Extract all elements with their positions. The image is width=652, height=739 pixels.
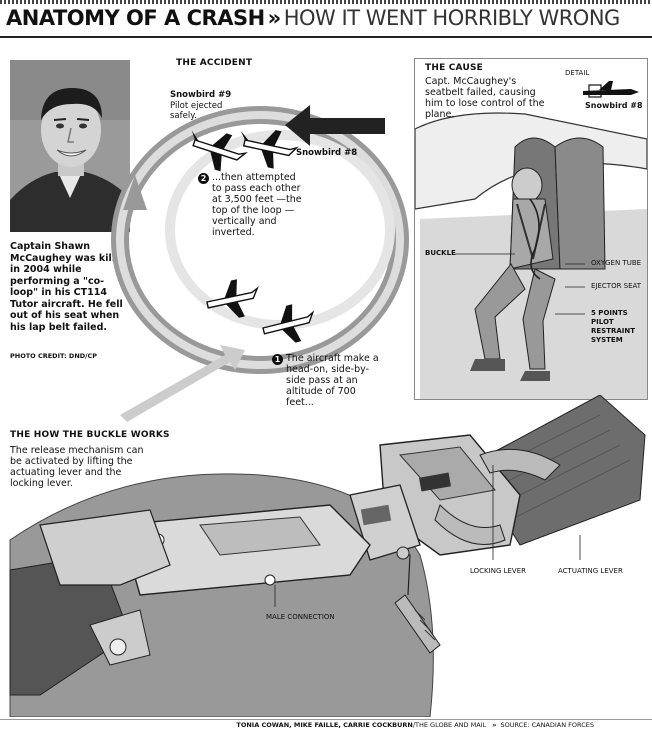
oxygen-tube-label: OXYGEN TUBE: [591, 259, 642, 267]
photo-credit: PHOTO CREDIT: DND/CP: [10, 352, 98, 360]
cause-panel: THE CAUSE Capt. McCaughey's seatbelt fai…: [414, 58, 648, 400]
footer-source: SOURCE: CANADIAN FORCES: [500, 721, 594, 729]
buckle-illustration: [9, 395, 646, 717]
cockpit-illustration: [415, 81, 647, 399]
title-subtitle: HOW IT WENT HORRIBLY WRONG: [283, 6, 621, 30]
jet-lower-2-icon: [262, 304, 315, 343]
locking-lever-label: LOCKING LEVER: [470, 567, 526, 575]
page-title: ANATOMY OF A CRASH»HOW IT WENT HORRIBLY …: [6, 6, 620, 30]
top-border: [0, 0, 652, 4]
snowbird-9-note: Pilot ejected safely.: [170, 101, 223, 121]
photo-caption: Captain Shawn McCaughey was killed in 20…: [10, 241, 129, 333]
ejector-seat-label: EJECTOR SEAT: [591, 282, 642, 290]
snowbird-9-jet-icon: [191, 130, 248, 172]
step-2-marker: 2: [198, 173, 209, 184]
buckle-heading: THE HOW THE BUCKLE WORKS: [10, 430, 170, 440]
climb-arrow-icon: [120, 345, 245, 422]
cause-text: Capt. McCaughey's seatbelt failed, causi…: [425, 76, 545, 120]
step-1-marker: 1: [272, 354, 283, 365]
footer-credits: TONIA COWAN, MIKE FAILLE, CARRIE COCKBUR…: [236, 721, 594, 729]
male-connection-label: MALE CONNECTION: [266, 613, 335, 621]
actuating-lever-label: ACTUATING LEVER: [558, 567, 623, 575]
direction-arrow-icon: [285, 105, 385, 146]
buckle-text: The release mechanism can be activated b…: [10, 445, 144, 489]
jet-lower-1-icon: [206, 279, 259, 318]
footer-rule: [0, 719, 652, 720]
cause-snowbird-8-label: Snowbird #8: [585, 101, 643, 110]
step-2-text: ...then attempted to pass each other at …: [212, 172, 302, 238]
title-main: ANATOMY OF A CRASH: [6, 6, 265, 30]
detail-jet-icon: [583, 81, 639, 98]
footer-publication: /THE GLOBE AND MAIL: [412, 721, 487, 729]
snowbird-8-label: Snowbird #8: [296, 148, 358, 158]
restraint-system-label: 5 POINTS PILOT RESTRAINT SYSTEM: [591, 309, 636, 344]
title-separator: »: [267, 6, 282, 30]
footer-authors: TONIA COWAN, MIKE FAILLE, CARRIE COCKBUR…: [236, 721, 413, 729]
buckle-label: BUCKLE: [425, 249, 456, 257]
accident-heading: THE ACCIDENT: [176, 58, 253, 68]
snowbird-8-jet-icon: [240, 130, 299, 169]
pilot-photo: [10, 60, 130, 232]
snowbird-9-label: Snowbird #9: [170, 90, 232, 100]
pilot-portrait-image: [10, 60, 130, 232]
step-1-text: The aircraft make a head-on, side-by-sid…: [286, 353, 379, 408]
actuating-lever: [479, 448, 561, 481]
title-rule: [0, 36, 652, 38]
detail-label: DETAIL: [565, 69, 590, 77]
cause-heading: THE CAUSE: [425, 63, 483, 73]
loop-diagram: [111, 105, 409, 422]
locking-lever: [434, 504, 506, 545]
footer-separator: »: [492, 721, 497, 729]
